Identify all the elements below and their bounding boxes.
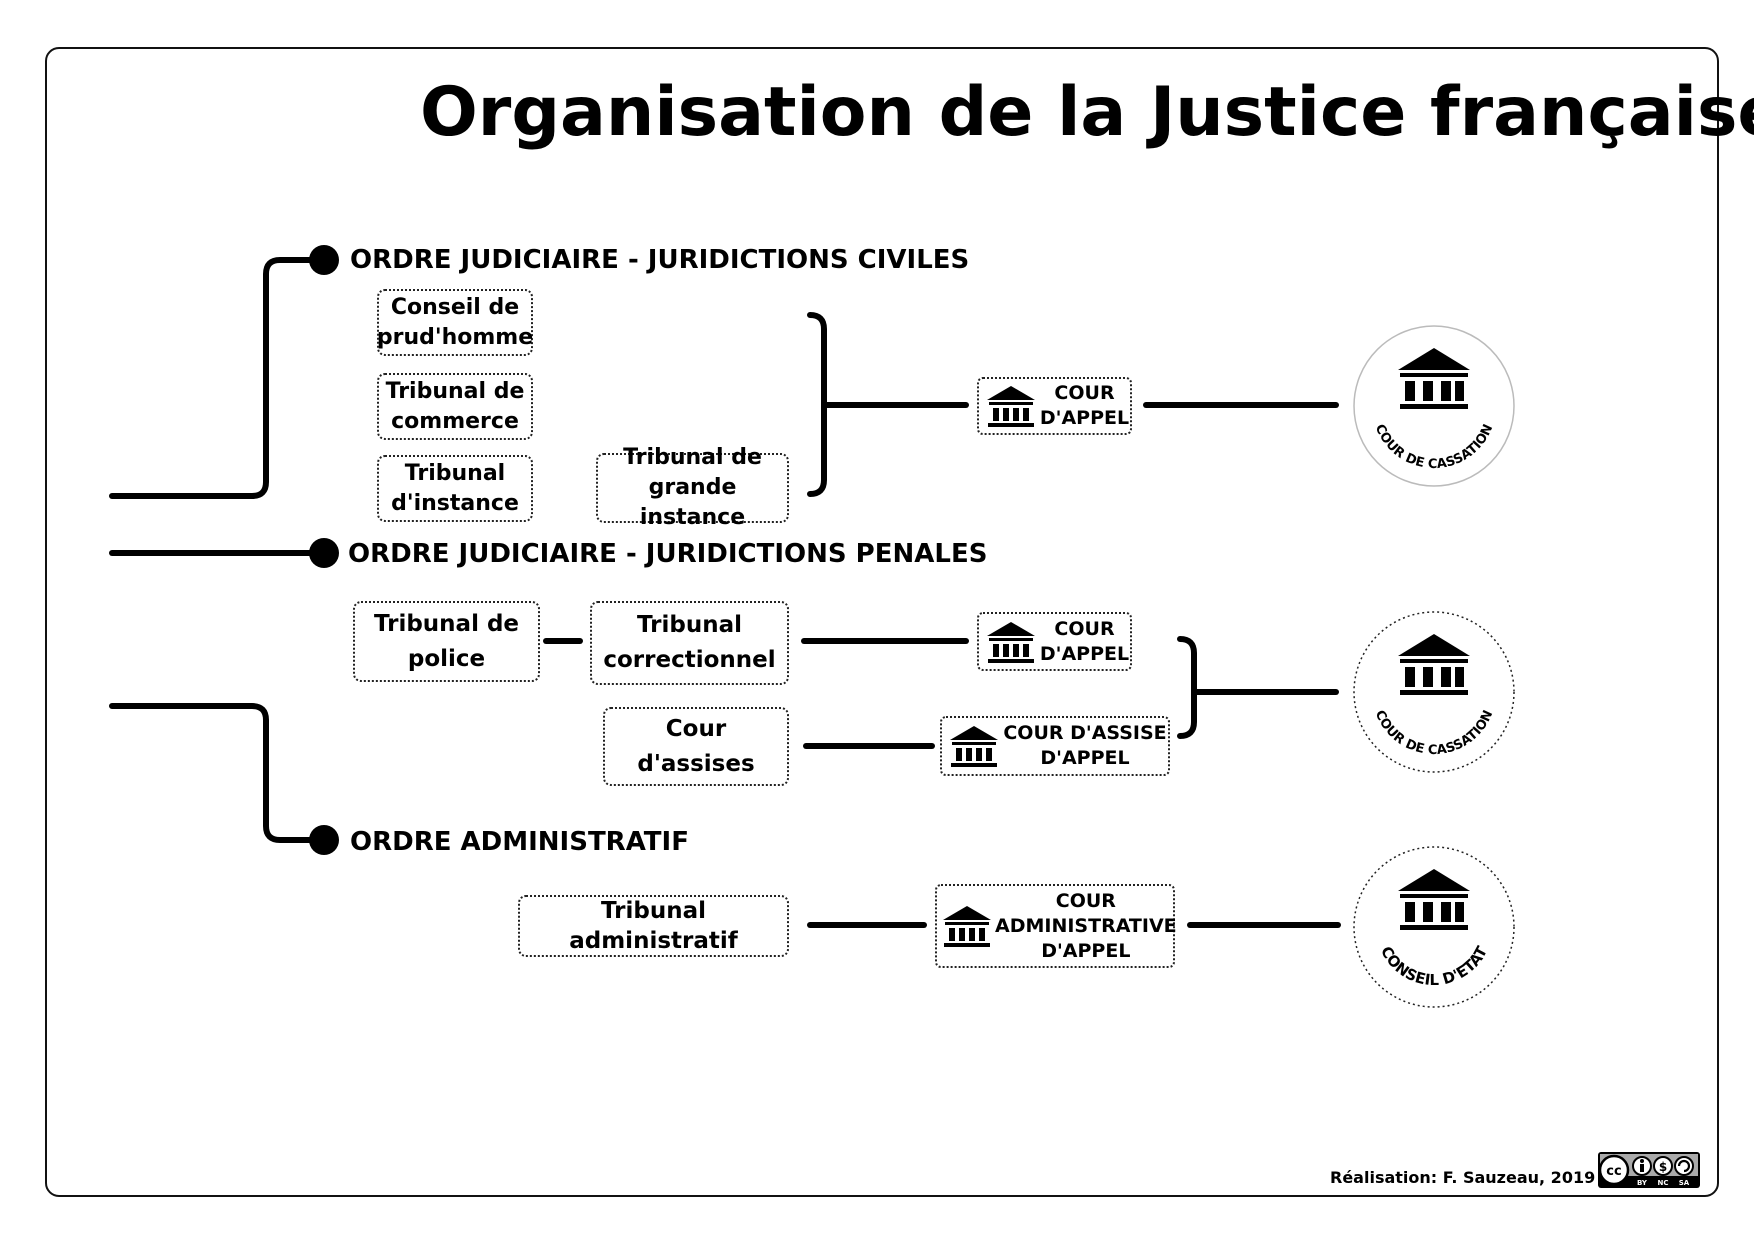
page-title: Organisation de la Justice française — [420, 73, 1754, 152]
civil-bracket — [807, 312, 827, 497]
court-line: COUR — [1055, 889, 1116, 912]
courthouse-icon — [1398, 634, 1470, 695]
box-tribunal-grande-instance: Tribunal de grande instance — [596, 445, 789, 530]
courthouse-icon — [1398, 869, 1470, 930]
box-conseil-prudhomme: Conseil de prud'homme — [377, 289, 533, 356]
svg-text:$: $ — [1659, 1160, 1667, 1174]
box-civil-cour-appel: COUR D'APPEL — [977, 377, 1132, 435]
box-tribunal-correctionnel: Tribunal correctionnel — [590, 601, 789, 685]
court-line: D'APPEL — [1041, 939, 1131, 962]
credit-text: Réalisation: F. Sauzeau, 2019 — [1330, 1168, 1596, 1187]
court-line: COUR D'ASSISE — [1003, 722, 1167, 744]
box-tribunal-police: Tribunal de police — [353, 601, 540, 682]
cc-by-nc-sa-license-badge: cc $ BY NC SA — [1598, 1152, 1700, 1188]
box-tribunal-commerce: Tribunal de commerce — [377, 373, 533, 440]
box-line: Tribunal de — [623, 445, 762, 470]
diagram-frame — [45, 47, 1719, 1197]
by-label: BY — [1637, 1179, 1648, 1187]
box-line: prud'homme — [376, 324, 534, 350]
box-line: d'assises — [637, 750, 755, 777]
sa-label: SA — [1679, 1179, 1690, 1187]
box-line: Tribunal — [636, 612, 742, 638]
courthouse-icon — [987, 386, 1035, 427]
seal-conseil-etat: CONSEIL D'ETAT — [1353, 846, 1515, 1008]
box-line: Tribunal administratif — [569, 898, 738, 954]
courthouse-icon — [943, 906, 991, 947]
court-line: COUR — [1054, 617, 1115, 640]
box-line: police — [407, 645, 486, 672]
court-line: D'APPEL — [1039, 642, 1130, 665]
box-line: Tribunal de — [373, 610, 520, 637]
box-line: Tribunal de — [385, 378, 525, 404]
section-penal-title: ORDRE JUDICIAIRE - JURIDICTIONS PENALES — [348, 539, 988, 569]
courthouse-icon — [987, 621, 1035, 663]
court-line: ADMINISTRATIVE — [995, 914, 1177, 937]
cc-label: cc — [1606, 1164, 1621, 1179]
box-line: Conseil de — [390, 294, 520, 320]
box-cour-assises: Cour d'assises — [603, 707, 789, 786]
section-admin-title: ORDRE ADMINISTRATIF — [350, 827, 689, 857]
node-penal — [309, 538, 339, 568]
box-line: correctionnel — [603, 647, 776, 673]
box-line: Cour — [665, 715, 727, 742]
seal-cour-cassation-civil: COUR DE CASSATION — [1353, 325, 1515, 487]
court-line: D'APPEL — [1040, 747, 1130, 769]
node-admin — [309, 825, 339, 855]
box-tribunal-instance: Tribunal d'instance — [377, 455, 533, 522]
seal-cour-cassation-penal: COUR DE CASSATION — [1353, 611, 1515, 773]
node-civil — [309, 245, 339, 275]
court-line: D'APPEL — [1039, 407, 1130, 429]
box-line: grande instance — [639, 475, 746, 530]
box-line: commerce — [391, 408, 519, 434]
branch-admin — [109, 703, 325, 843]
box-line: d'instance — [391, 490, 519, 516]
box-line: Tribunal — [404, 460, 506, 486]
box-tribunal-administratif: Tribunal administratif — [518, 895, 789, 957]
branch-civil — [109, 257, 325, 499]
penal-bracket — [1177, 636, 1197, 739]
box-cour-assise-appel: COUR D'ASSISE D'APPEL — [940, 716, 1170, 776]
cc-text: cc — [1606, 1164, 1621, 1179]
court-line: COUR — [1054, 382, 1115, 404]
courthouse-icon — [950, 726, 998, 767]
courthouse-icon — [1398, 348, 1470, 409]
section-civil-title: ORDRE JUDICIAIRE - JURIDICTIONS CIVILES — [350, 245, 970, 275]
nc-label: NC — [1658, 1179, 1669, 1187]
